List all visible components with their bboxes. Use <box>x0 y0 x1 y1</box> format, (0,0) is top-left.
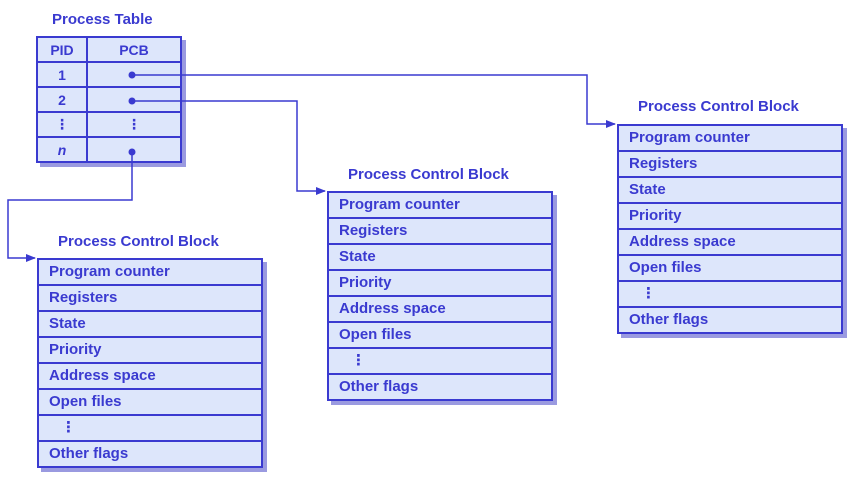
pcb-field-ellipsis: ⋮ <box>619 280 841 306</box>
pcb-field-priority: Priority <box>619 202 841 228</box>
pcb-field-address-space: Address space <box>39 362 261 388</box>
pcb-field-other-flags: Other flags <box>619 306 841 332</box>
pid-cell: 1 <box>36 61 88 88</box>
pcb-field-priority: Priority <box>39 336 261 362</box>
pcb-field-open-files: Open files <box>619 254 841 280</box>
pcb-field-address-space: Address space <box>619 228 841 254</box>
pcb-field-priority: Priority <box>329 269 551 295</box>
pcb-field-state: State <box>619 176 841 202</box>
pcb-field-registers: Registers <box>329 217 551 243</box>
pcb-field-program-counter: Program counter <box>49 263 170 280</box>
pointer-arrow <box>7 152 133 262</box>
pcb-field-other-flags: Other flags <box>329 373 551 399</box>
pcb-field-registers: Registers <box>619 150 841 176</box>
pcb-title: Process Control Block <box>58 233 219 250</box>
pcb-field-other-flags: Other flags <box>39 440 261 466</box>
pcb-header: PCB <box>86 36 182 63</box>
process-table-header-row: PID PCB <box>36 36 182 63</box>
pcb-ellipsis-cell: ⋮ <box>86 111 182 138</box>
pcb-field-state: State <box>39 310 261 336</box>
process-table-title: Process Table <box>52 11 153 28</box>
pcb-title: Process Control Block <box>638 98 799 115</box>
pid-ellipsis-cell: ⋮ <box>36 111 88 138</box>
pointer-arrow <box>132 74 616 128</box>
pcb-field-program-counter: Program counter <box>629 129 750 146</box>
pcb-field-registers: Registers <box>39 284 261 310</box>
pcb-field-ellipsis: ⋮ <box>329 347 551 373</box>
pcb-field-address-space: Address space <box>329 295 551 321</box>
pid-cell: n <box>36 136 88 163</box>
table-row: ⋮ ⋮ <box>36 111 182 138</box>
pointer-arrow <box>132 100 326 195</box>
pcb-field-ellipsis: ⋮ <box>39 414 261 440</box>
pcb-field-open-files: Open files <box>329 321 551 347</box>
pid-header: PID <box>36 36 88 63</box>
pid-cell: 2 <box>36 86 88 113</box>
process-table: PID PCB 1 2 ⋮ ⋮ n <box>36 36 182 163</box>
pcb-field-state: State <box>329 243 551 269</box>
pcb-title: Process Control Block <box>348 166 509 183</box>
pcb-field-program-counter: Program counter <box>339 196 460 213</box>
pcb-field-open-files: Open files <box>39 388 261 414</box>
